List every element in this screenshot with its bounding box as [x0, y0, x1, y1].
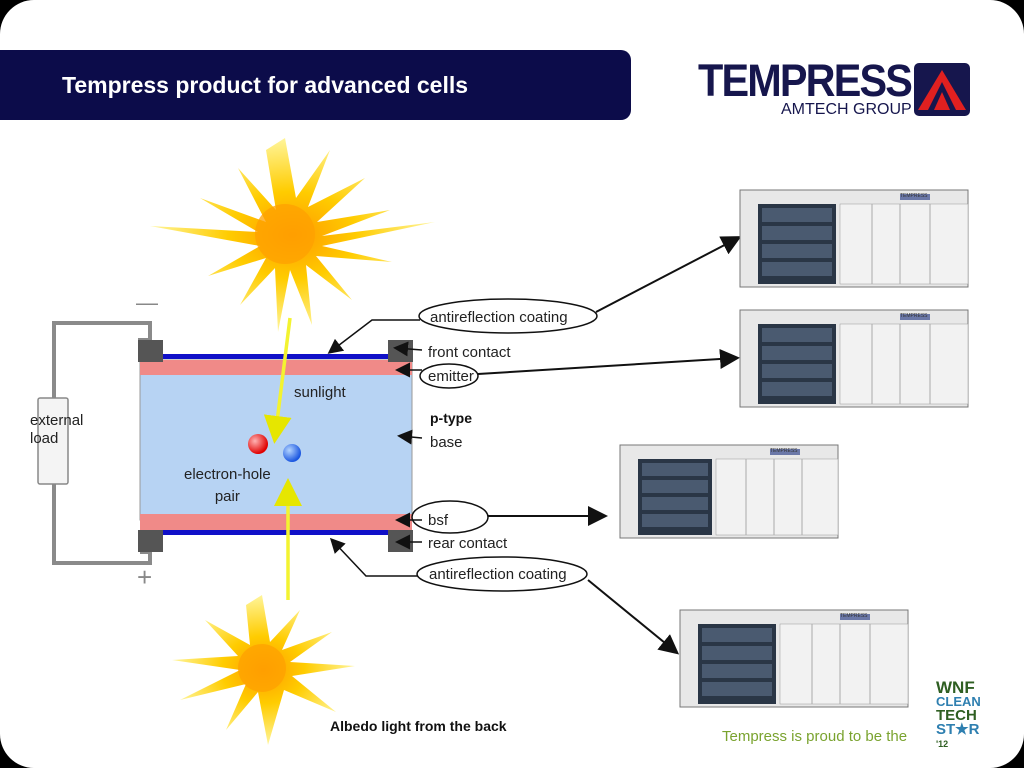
furnace-unit-2 — [739, 309, 969, 408]
sunlight-label: sunlight — [294, 384, 346, 401]
layer-pointers — [327, 319, 423, 577]
label-front-contact: front contact — [428, 344, 511, 361]
logo-wordmark: TEMPRESS — [698, 55, 913, 106]
sunlight-arrow-top — [263, 317, 292, 444]
electron-hole-pair-label: electron-hole pair — [184, 466, 271, 505]
external-load-resistor — [37, 397, 69, 485]
label-emitter: emitter — [428, 368, 474, 385]
equipment-brand-3: TEMPRESS — [770, 448, 798, 454]
minus-sign: — — [136, 290, 158, 315]
furnace-unit-1 — [739, 189, 969, 288]
label-p-type: p-type — [430, 410, 472, 426]
hole-particle — [248, 434, 268, 454]
plus-sign: + — [137, 562, 153, 592]
equipment-arrows — [477, 236, 742, 655]
ellipse-emitter — [419, 363, 479, 389]
albedo-caption: Albedo light from the back — [330, 718, 507, 734]
badge-line: ST★R — [936, 721, 980, 738]
logo-subtitle: AMTECH GROUP — [781, 101, 912, 118]
badge-line: WNF — [936, 678, 975, 697]
title-bar — [0, 50, 631, 120]
electron-particle — [283, 444, 301, 462]
furnace-unit-3 — [619, 444, 839, 539]
ellipse-antireflection-bottom — [416, 556, 588, 592]
sun-bottom — [172, 595, 355, 745]
equipment-brand-1: TEMPRESS — [900, 193, 928, 199]
badge-line: '12 — [936, 739, 949, 749]
solar-cell — [138, 340, 413, 552]
label-base: base — [430, 434, 463, 451]
label-antireflection-top: antireflection coating — [430, 309, 568, 326]
footer-proud-text: Tempress is proud to be the — [722, 728, 908, 745]
label-bsf: bsf — [428, 512, 449, 529]
label-rear-contact: rear contact — [428, 535, 508, 552]
equipment-brand-4: TEMPRESS — [840, 613, 868, 619]
badge-line: TECH — [936, 707, 977, 724]
badge-line: CLEAN — [936, 694, 981, 709]
ellipse-antireflection-top — [418, 298, 598, 334]
sun-top — [150, 138, 435, 332]
external-load-label: external load — [30, 412, 84, 447]
slide-title: Tempress product for advanced cells — [62, 72, 469, 98]
tempress-flame-icon — [914, 63, 970, 116]
wnf-cleantech-badge: WNF CLEAN TECH ST★R '12 — [936, 678, 981, 751]
equipment-brand-2: TEMPRESS — [900, 313, 928, 319]
label-antireflection-bottom: antireflection coating — [429, 566, 567, 583]
ellipse-bsf — [411, 500, 489, 534]
furnace-unit-4 — [679, 609, 909, 708]
